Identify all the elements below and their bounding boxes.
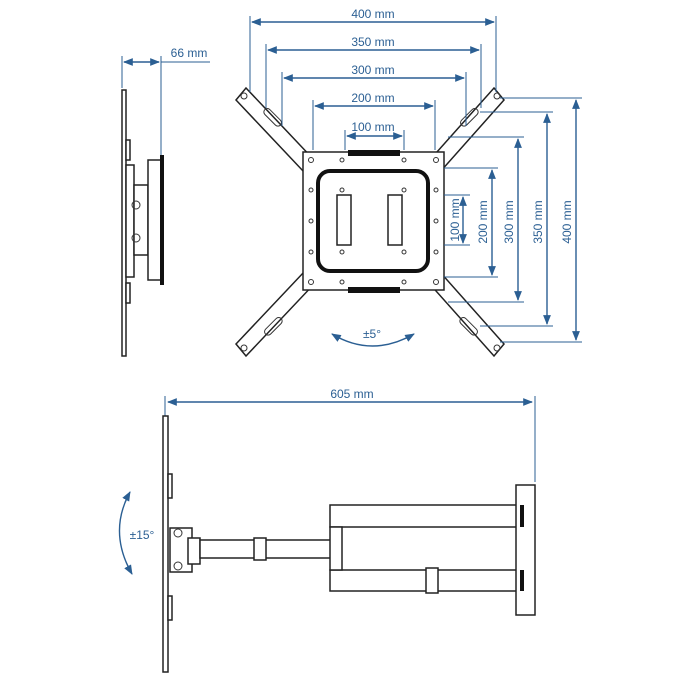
rotation-arrow: [331, 333, 415, 347]
side-bracket: [133, 184, 149, 256]
long-arm-upper: [329, 504, 526, 528]
plate-recess: [316, 169, 430, 273]
plate-notch-top: [348, 150, 400, 156]
side-wall-plate: [147, 159, 163, 281]
dim-label-300-vertical: 300 mm: [502, 200, 516, 243]
top-vesa-arm: [162, 415, 169, 673]
horizontal-dimensions: 400 mm 350 mm 300 mm 200 mm 100 mm: [249, 7, 497, 150]
dim-label-100-horizontal: 100 mm: [351, 120, 394, 134]
swivel-arrow: [118, 491, 133, 575]
dim-label-200-vertical: 200 mm: [476, 200, 490, 243]
side-view: 66 mm: [121, 46, 210, 357]
depth-label: 66 mm: [171, 46, 208, 60]
bracket-slot-right: [387, 194, 403, 246]
dim-label-300-horizontal: 300 mm: [351, 63, 394, 77]
extension-label: 605 mm: [330, 387, 373, 401]
front-view: 400 mm 350 mm 300 mm 200 mm 100 mm 100 m…: [234, 7, 582, 358]
dim-label-400-vertical: 400 mm: [560, 200, 574, 243]
bracket-slot-left: [336, 194, 352, 246]
wall-plate: [515, 484, 536, 616]
dim-label-400-horizontal: 400 mm: [351, 7, 394, 21]
plate-notch-bottom: [348, 287, 400, 293]
rotation-label: ±5°: [363, 327, 381, 341]
swivel-label: ±15°: [130, 528, 155, 542]
dim-label-100-vertical: 100 mm: [448, 198, 462, 241]
plate-holes: [308, 157, 439, 285]
dim-label-350-vertical: 350 mm: [531, 200, 545, 243]
dim-label-200-horizontal: 200 mm: [351, 91, 394, 105]
vertical-dimensions: 100 mm 200 mm 300 mm 350 mm 400 mm: [444, 97, 582, 343]
dim-label-350-horizontal: 350 mm: [351, 35, 394, 49]
top-view: 605 mm ±15°: [118, 387, 536, 673]
